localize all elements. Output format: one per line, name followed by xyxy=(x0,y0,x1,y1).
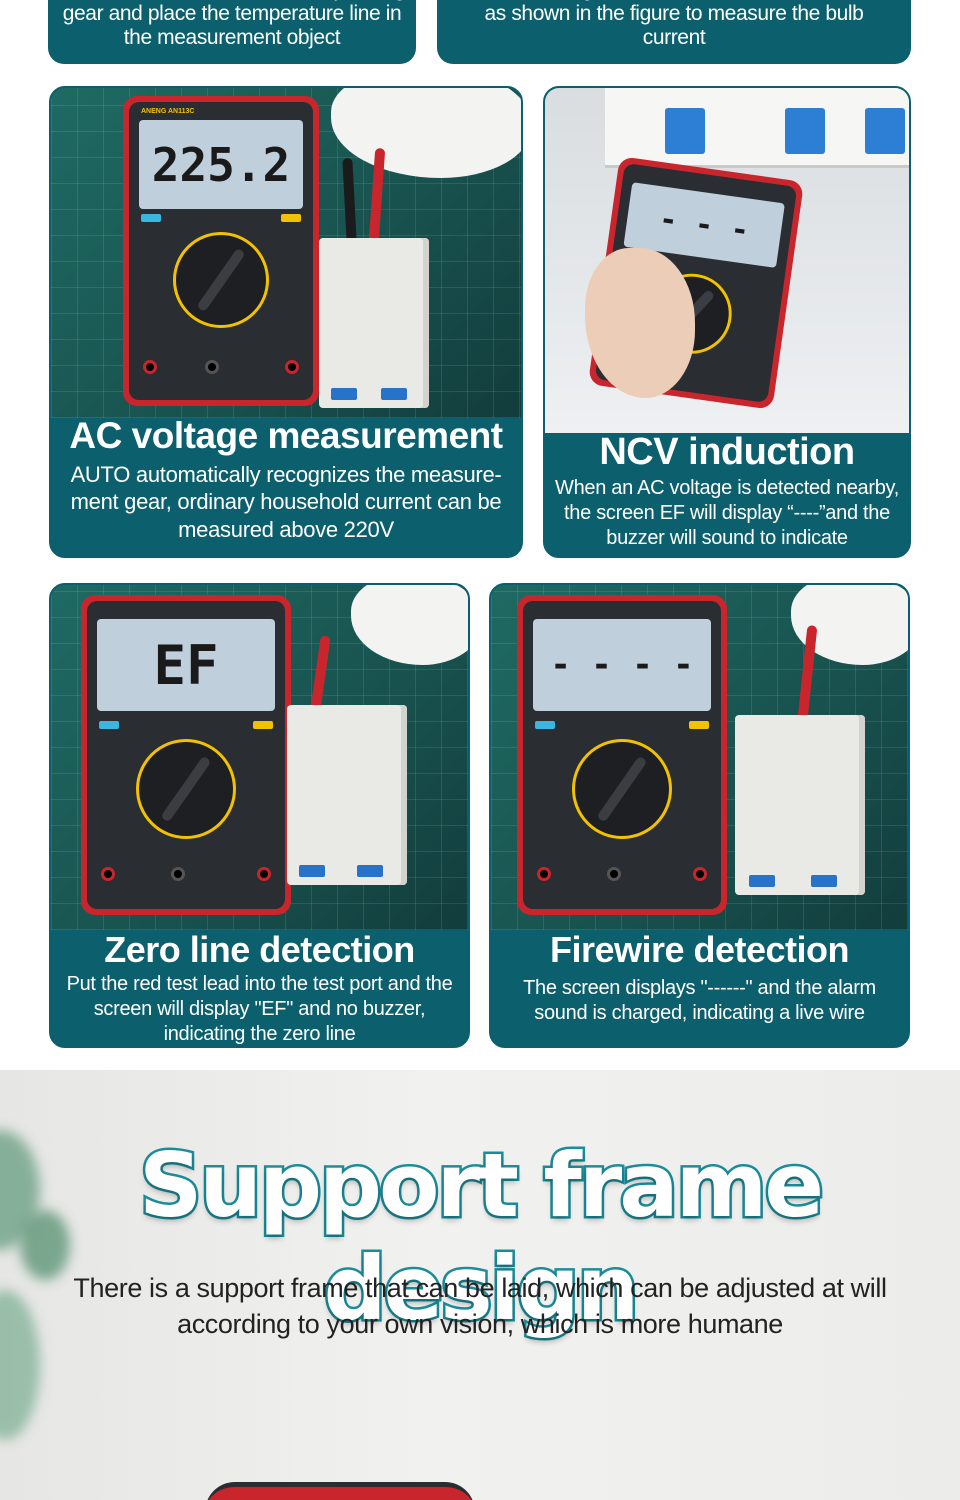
meter-lcd: EF xyxy=(97,619,275,712)
ncv-title: NCV induction xyxy=(599,431,855,473)
fire-caption: Firewire detection The screen displays "… xyxy=(491,928,908,1046)
zero-desc: Put the red test lead into the test port… xyxy=(66,972,453,1045)
breaker-image xyxy=(287,705,407,885)
ac-caption: AC voltage measurement AUTO automaticall… xyxy=(51,410,521,556)
zero-title: Zero line detection xyxy=(104,929,415,970)
ac-photo: ANENG AN113C 225.2 xyxy=(51,88,521,418)
glove-image xyxy=(351,585,468,665)
top-caption-right-text: Automatic range, connect the test leads … xyxy=(457,0,891,50)
multimeter-image: EF xyxy=(81,595,291,915)
top-caption-right: Automatic range, connect the test leads … xyxy=(437,0,911,64)
ncv-photo: - - - xyxy=(545,88,909,433)
card-ncv: - - - NCV induction When an AC voltage i… xyxy=(543,86,911,558)
ncv-caption: NCV induction When an AC voltage is dete… xyxy=(545,430,909,556)
top-caption-left-text: Turn the turntable to the corresponding … xyxy=(59,0,406,50)
top-caption-left: Turn the turntable to the corresponding … xyxy=(48,0,416,64)
support-title: Support frame design xyxy=(136,1132,826,1343)
card-zero-line: EF Zero line detection Put the red test … xyxy=(49,583,470,1048)
support-desc: There is a support frame that can be lai… xyxy=(73,1273,887,1340)
breaker-image xyxy=(319,238,429,408)
fire-desc: The screen displays "------" and the ala… xyxy=(523,976,876,1024)
zero-photo: EF xyxy=(51,585,468,930)
fire-title: Firewire detection xyxy=(549,929,850,970)
multimeter-image: ANENG AN113C 225.2 xyxy=(123,96,319,406)
hand-image xyxy=(585,248,695,398)
multimeter-image: - - - - xyxy=(517,595,727,915)
meter-brand: ANENG AN113C xyxy=(141,108,195,115)
support-frame-section: Support frame design There is a support … xyxy=(0,1070,960,1500)
meter-lcd: - - - - xyxy=(533,619,711,712)
zero-caption: Zero line detection Put the red test lea… xyxy=(51,928,468,1046)
card-firewire: - - - - Firewire detection The screen di… xyxy=(489,583,910,1048)
card-ac-voltage: ANENG AN113C 225.2 AC voltage measuremen… xyxy=(49,86,523,558)
breaker-panel-image xyxy=(605,88,909,168)
ac-desc: AUTO automatically recognizes the measur… xyxy=(70,461,502,542)
glove-image xyxy=(331,88,521,178)
meter-lcd: 225.2 xyxy=(139,120,303,210)
breaker-image xyxy=(735,715,865,895)
fire-photo: - - - - xyxy=(491,585,908,930)
plant-blur xyxy=(20,1210,70,1280)
ncv-desc: When an AC voltage is detected nearby, t… xyxy=(555,476,900,549)
multimeter-peek-image xyxy=(205,1482,475,1500)
ac-title: AC voltage measurement xyxy=(69,415,503,456)
